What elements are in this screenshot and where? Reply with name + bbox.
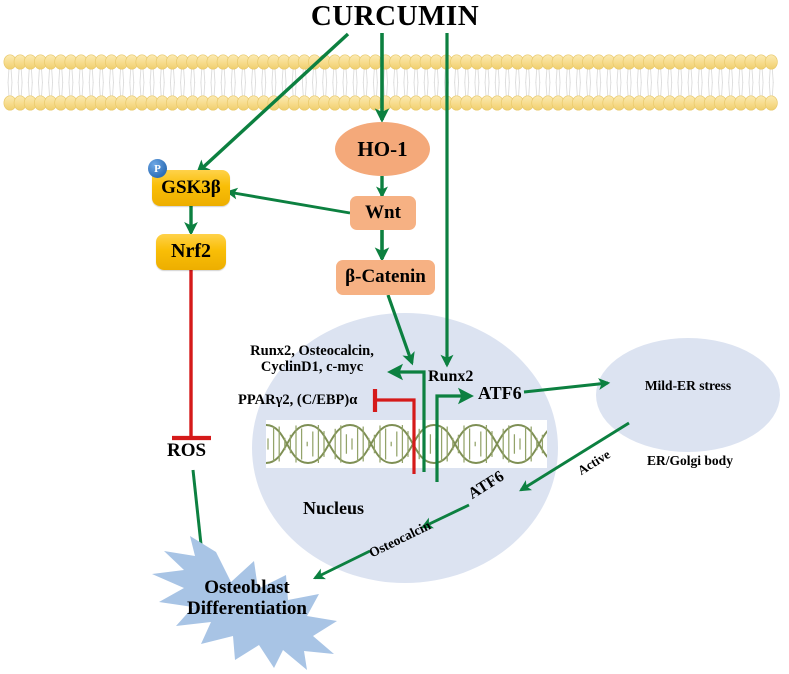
label-er-golgi-body: ER/Golgi body	[647, 452, 733, 468]
node-beta-catenin[interactable]: β-Catenin	[336, 260, 435, 295]
node-downregulated-genes: PPARγ2, (C/EBP)α	[238, 392, 358, 408]
node-nrf2[interactable]: Nrf2	[156, 234, 226, 270]
arrow-bcatenin-to-genes	[386, 294, 415, 366]
node-mild-er-stress: Mild-ER stress	[644, 377, 732, 393]
arrow-wnt-to-gsk3b	[225, 187, 351, 215]
node-runx2: Runx2	[428, 368, 474, 385]
inhibit-dna-to-genes-down	[376, 398, 416, 474]
node-osteoblast-differentiation: Osteoblast Differentiation	[187, 577, 307, 619]
label-nucleus: Nucleus	[303, 498, 365, 518]
node-atf6-nucleus: ATF6	[478, 383, 522, 403]
node-ros: ROS	[167, 440, 207, 461]
arrow-osteocalcin-to-osteoblast	[312, 549, 371, 580]
arrow-mild-er-to-atf6-active	[519, 421, 630, 492]
node-gsk3b[interactable]: GSK3β	[152, 170, 230, 206]
plasma-membrane	[3, 54, 781, 111]
arrow-dna-to-genes-up	[387, 363, 426, 472]
node-ho1[interactable]: HO-1	[335, 122, 430, 176]
lipid-tails	[7, 67, 774, 98]
curcumin-title: CURCUMIN	[310, 0, 480, 33]
er-golgi-ellipse	[596, 338, 780, 452]
arrow-dna-to-atf6	[435, 387, 474, 482]
arrow-atf6-to-mild-er	[523, 378, 611, 394]
lipid-heads-lower	[3, 95, 778, 111]
arrow-atf6-active-to-nucleus	[420, 503, 470, 529]
node-upregulated-genes: Runx2, Osteocalcin, CyclinD1, c-myc	[250, 343, 374, 375]
node-wnt[interactable]: Wnt	[350, 196, 416, 230]
arrow-curcumin-to-gsk3b	[196, 32, 350, 174]
osteoblast-starburst	[152, 536, 337, 670]
dna-band	[266, 420, 547, 468]
lipid-heads-upper	[3, 54, 778, 70]
phosphorylation-badge-icon: P	[148, 159, 167, 178]
